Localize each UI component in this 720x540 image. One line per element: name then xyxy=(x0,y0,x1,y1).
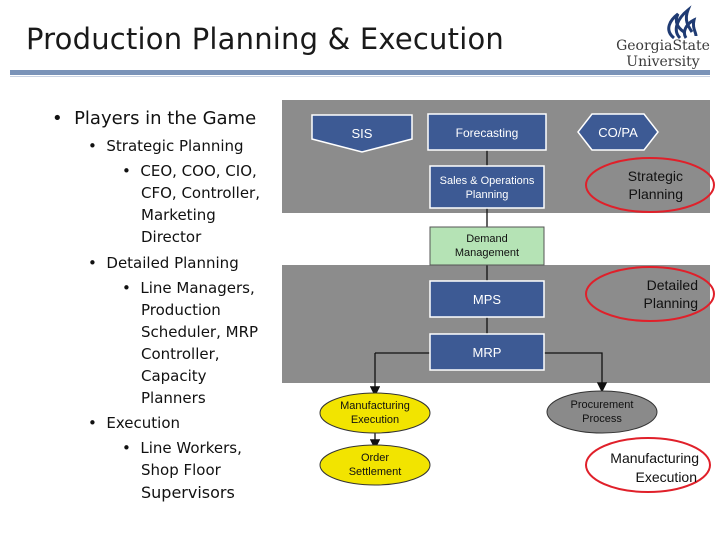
role-line: Marketing xyxy=(141,206,216,224)
role-line: Capacity xyxy=(141,367,207,385)
role-line: Supervisors xyxy=(141,483,235,502)
bullet-execution-text: Execution xyxy=(106,414,180,432)
role-line: Controller, xyxy=(141,345,220,363)
mrp-node xyxy=(429,333,545,371)
detailed-level-label-2: Planning xyxy=(644,295,699,311)
detailed-level-label-1: Detailed xyxy=(647,277,698,293)
bullet-detailed: • Detailed Planning xyxy=(88,254,239,272)
mps-label: MPS xyxy=(473,292,502,307)
role-line: Production xyxy=(141,301,221,319)
sop-label-2: Planning xyxy=(466,189,509,201)
role-line: • Line Workers, xyxy=(122,439,242,457)
demand-label-2: Management xyxy=(455,247,519,259)
forecasting-label: Forecasting xyxy=(456,126,519,140)
title-divider-thin xyxy=(10,76,710,77)
role-line: Scheduler, MRP xyxy=(141,323,259,341)
flame-icon xyxy=(667,5,698,40)
role-line: Planners xyxy=(141,389,206,407)
role-text: CEO, COO, CIO, xyxy=(140,162,257,180)
mfg-exec-label-2: Execution xyxy=(351,414,399,426)
execution-highlight xyxy=(585,437,711,493)
logo-text-line1: GeorgiaState xyxy=(616,38,710,54)
procurement-node xyxy=(546,390,658,434)
execution-level-label-1: Manufacturing xyxy=(610,450,699,466)
sis-node xyxy=(311,114,413,153)
role-line: Director xyxy=(141,228,202,246)
strategic-level-label-2: Planning xyxy=(629,186,684,202)
role-line: Shop Floor xyxy=(141,461,221,479)
title-divider xyxy=(10,70,710,75)
order-settlement-node xyxy=(319,444,431,486)
bullet-l1-text: Players in the Game xyxy=(74,108,257,129)
strategic-level-label-1: Strategic xyxy=(628,168,683,184)
role-line: CFO, Controller, xyxy=(141,184,260,202)
bullet-execution: • Execution xyxy=(88,414,180,432)
detailed-highlight xyxy=(585,266,715,322)
sop-label-1: Sales & Operations xyxy=(440,175,535,187)
mfg-exec-label-1: Manufacturing xyxy=(340,400,410,412)
copa-node xyxy=(577,113,659,151)
bullet-detailed-text: Detailed Planning xyxy=(106,254,239,272)
role-text: Line Workers, xyxy=(140,439,242,457)
mfg-exec-node xyxy=(319,392,431,434)
forecasting-node xyxy=(427,113,547,151)
strategic-highlight xyxy=(585,157,715,213)
bullet-strategic: • Strategic Planning xyxy=(88,137,244,155)
demand-label-1: Demand xyxy=(466,233,508,245)
order-settlement-label-1: Order xyxy=(361,452,389,464)
role-line: • CEO, COO, CIO, xyxy=(122,162,257,180)
execution-level-label-2: Execution xyxy=(636,469,697,485)
bullet-l1: • Players in the Game xyxy=(52,108,257,129)
bullet-strategic-text: Strategic Planning xyxy=(106,137,244,155)
sis-label: SIS xyxy=(352,126,373,141)
page-title: Production Planning & Execution xyxy=(26,22,504,56)
university-logo: GeorgiaState University xyxy=(612,2,714,70)
procurement-label-1: Procurement xyxy=(571,399,634,411)
role-line: • Line Managers, xyxy=(122,279,255,297)
mps-node xyxy=(429,280,545,318)
demand-node xyxy=(429,226,545,266)
copa-label: CO/PA xyxy=(598,125,638,140)
sop-node xyxy=(429,165,545,209)
order-settlement-label-2: Settlement xyxy=(349,466,402,478)
role-text: Line Managers, xyxy=(140,279,255,297)
logo-text-line2: University xyxy=(626,54,700,70)
procurement-label-2: Process xyxy=(582,413,622,425)
mrp-label: MRP xyxy=(473,345,502,360)
